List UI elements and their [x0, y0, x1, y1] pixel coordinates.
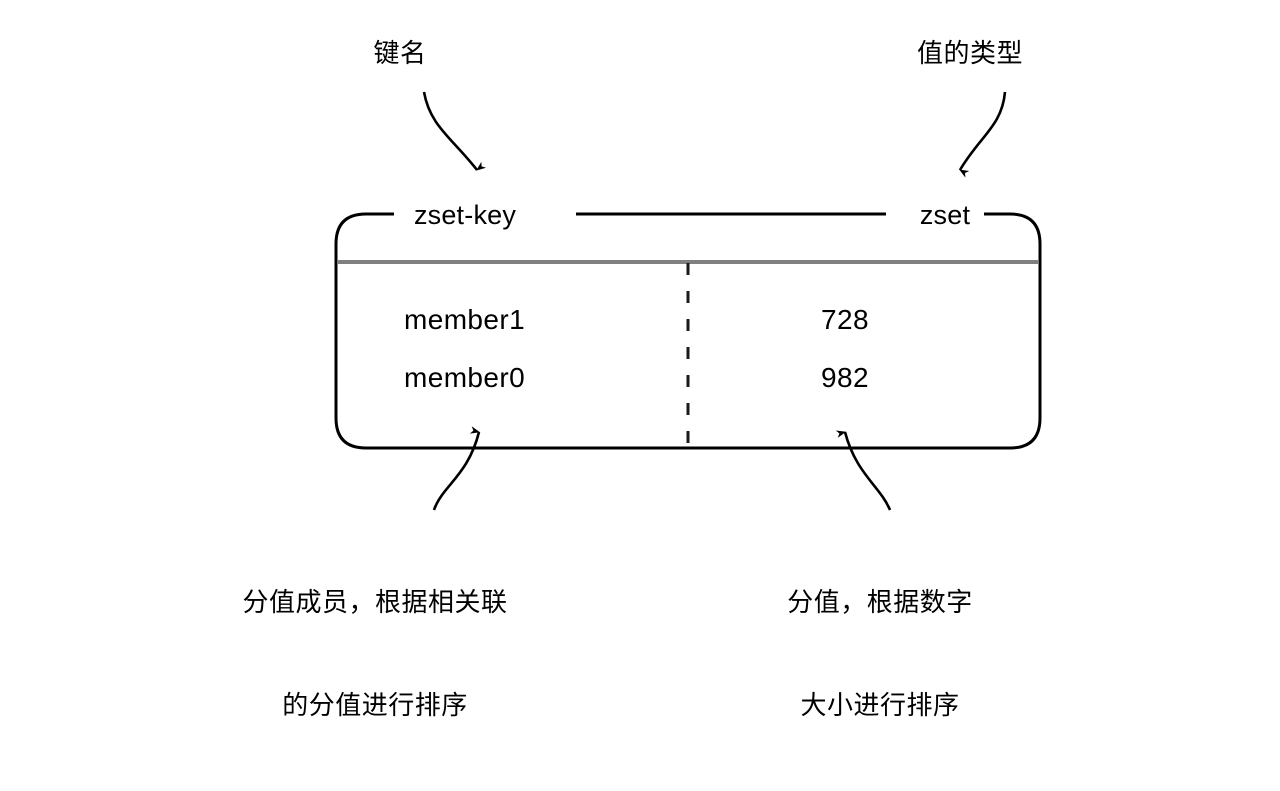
diagram-vector-layer: [334, 91, 1042, 511]
member-caption-leader-arrow: [432, 426, 481, 511]
annotation-score-caption-line2: 大小进行排序: [800, 689, 960, 720]
table-row-score-0: 728: [821, 304, 869, 335]
table-row-score-1: 982: [821, 362, 869, 393]
annotation-member-caption: 分值成员，根据相关联 的分值进行排序: [205, 516, 545, 791]
box-type-label: zset: [919, 200, 971, 230]
annotation-member-caption-line2: 的分值进行排序: [282, 689, 468, 720]
annotation-score-caption: 分值，根据数字 大小进行排序: [730, 516, 1030, 791]
score-caption-leader-arrow: [835, 430, 892, 511]
annotation-score-caption-line1: 分值，根据数字: [787, 586, 973, 617]
annotation-key-name: 键名: [373, 38, 427, 68]
box-bottom-edge: [334, 417, 1042, 450]
keyname-leader-arrow: [422, 91, 487, 171]
annotation-value-type: 值的类型: [916, 38, 1023, 68]
annotation-member-caption-line1: 分值成员，根据相关联: [242, 586, 508, 617]
table-row-member-1: member0: [404, 362, 526, 393]
table-row-member-0: member1: [404, 304, 526, 335]
box-key-label: zset-key: [413, 200, 517, 230]
diagram-canvas: 键名 值的类型 zset-key zset member1 728 member…: [242, 38, 1042, 720]
valuetype-leader-arrow: [958, 91, 1007, 178]
